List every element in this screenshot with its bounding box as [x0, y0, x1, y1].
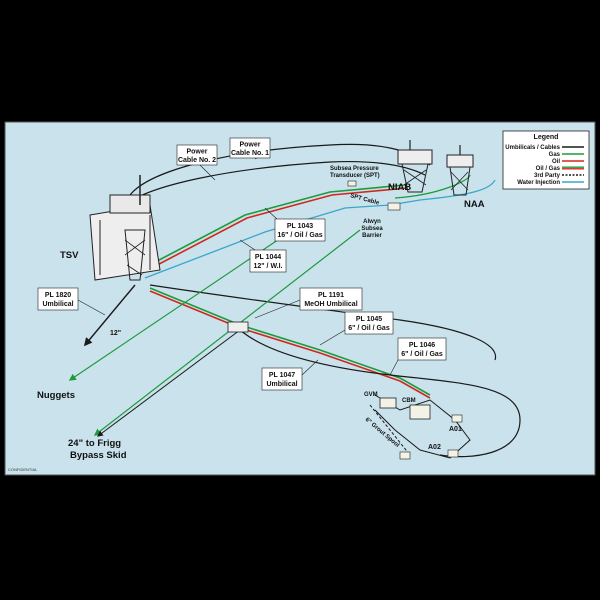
callout-power1-l2: Cable No. 1 [231, 150, 269, 157]
callout-pl1044-box [249, 249, 287, 273]
frigg-label-l2: Bypass Skid [70, 450, 127, 461]
callout-pl1043-box [274, 218, 326, 242]
callout-pl1820-l1: PL 1820 [45, 292, 71, 299]
callout-leader-power2 [199, 164, 216, 181]
frigg-gas-line [93, 229, 361, 436]
mid-manifold-box [227, 321, 249, 333]
pl1820-line [83, 284, 136, 347]
callout-pl1047-l1: PL 1047 [269, 372, 295, 379]
alwyn-label-l3: Barrier [362, 233, 382, 239]
callout-power2-l1: Power [186, 149, 207, 156]
gvm-label: GVM [364, 392, 378, 398]
gas-line-naa [394, 174, 471, 199]
callout-leader-pl1043 [264, 207, 279, 221]
legend-item-label: Oil [552, 159, 560, 165]
callout-power1-box [229, 137, 271, 159]
power-cable-2 [124, 161, 426, 206]
niab-platform [397, 140, 433, 193]
callout-pl1044-l1: PL 1044 [255, 254, 281, 261]
callout-leader-pl1044 [239, 239, 256, 251]
a01-label: A01 [449, 426, 462, 433]
callout-power1-l1: Power [239, 142, 260, 149]
legend-item-label: Oil / Gas [536, 166, 561, 172]
callout-leader-pl1820 [77, 299, 106, 316]
callout-leader-pl1191 [254, 299, 301, 319]
alwyn-barrier-box [387, 202, 401, 211]
callout-power2-box [176, 144, 218, 166]
pl1043-oil-line [141, 187, 408, 274]
callout-pl1043-l2: 16" / Oil / Gas [277, 232, 322, 239]
callout-leader-pl1046 [389, 359, 399, 376]
callout-pl1191-l2: MeOH Umbilical [304, 301, 357, 308]
naa-platform [446, 145, 474, 196]
far-umbilical-loop [239, 329, 521, 458]
callout-pl1045-box [344, 311, 394, 335]
callout-pl1047-l2: Umbilical [266, 381, 297, 388]
niab-label: NIAB [388, 182, 411, 193]
a01-box [451, 414, 463, 423]
cbm-box [409, 404, 431, 420]
callout-pl1820-box [37, 287, 79, 311]
legend-item-label: Gas [549, 152, 561, 158]
callout-pl1191-l1: PL 1191 [318, 292, 344, 299]
alwyn-label-l1: Alwyn [363, 219, 381, 225]
legend-title: Legend [534, 134, 559, 141]
callout-pl1045-l1: PL 1045 [356, 316, 382, 323]
callout-leader-pl1045 [319, 329, 346, 346]
callout-pl1046-l1: PL 1046 [409, 342, 435, 349]
footer-text: CONFIDENTIAL [8, 467, 38, 472]
callout-power2-l2: Cable No. 2 [178, 157, 216, 164]
callout-leader-pl1047 [301, 359, 319, 376]
pl1045-oil-line [149, 290, 431, 399]
legend-item-label: Water Injection [517, 180, 560, 186]
alwyn-label-l2: Subsea [361, 226, 383, 232]
a02-box [447, 449, 459, 458]
frigg-label-l1: 24" to Frigg [68, 438, 121, 449]
pl1043-gas-line [139, 184, 406, 271]
callout-pl1046-box [397, 337, 447, 361]
legend-box [502, 130, 590, 190]
legend-item-label: 3rd Party [534, 173, 561, 179]
cbm-label: CBM [402, 398, 416, 404]
twelve-inch-label: 12" [110, 330, 121, 337]
tsv-platform [89, 175, 161, 281]
callout-pl1045-l2: 6" / Oil / Gas [348, 325, 390, 332]
callout-pl1047-box [261, 367, 303, 391]
spt-label-l1: Subsea Pressure [330, 166, 379, 172]
spt-box [347, 180, 357, 187]
spt-label-l2: Transducer (SPT) [330, 173, 380, 179]
legend-item-label: Umbilicals / Cables [505, 145, 560, 151]
callout-pl1046-l2: 6" / Oil / Gas [401, 351, 443, 358]
callout-pl1191-box [299, 287, 363, 311]
frigg-black-line [97, 329, 241, 437]
tsv-label: TSV [60, 250, 79, 261]
callout-pl1044-l2: 12" / W.I. [254, 263, 283, 270]
grout-spool-line [369, 404, 411, 456]
a02-label: A02 [428, 444, 441, 451]
well-box-2 [399, 451, 411, 460]
gvm-box [379, 397, 397, 409]
callout-pl1820-l2: Umbilical [42, 301, 73, 308]
pl1045-gas-line [149, 287, 431, 396]
callout-pl1043-l1: PL 1043 [287, 223, 313, 230]
naa-label: NAA [464, 199, 485, 210]
nuggets-label: Nuggets [37, 390, 75, 401]
